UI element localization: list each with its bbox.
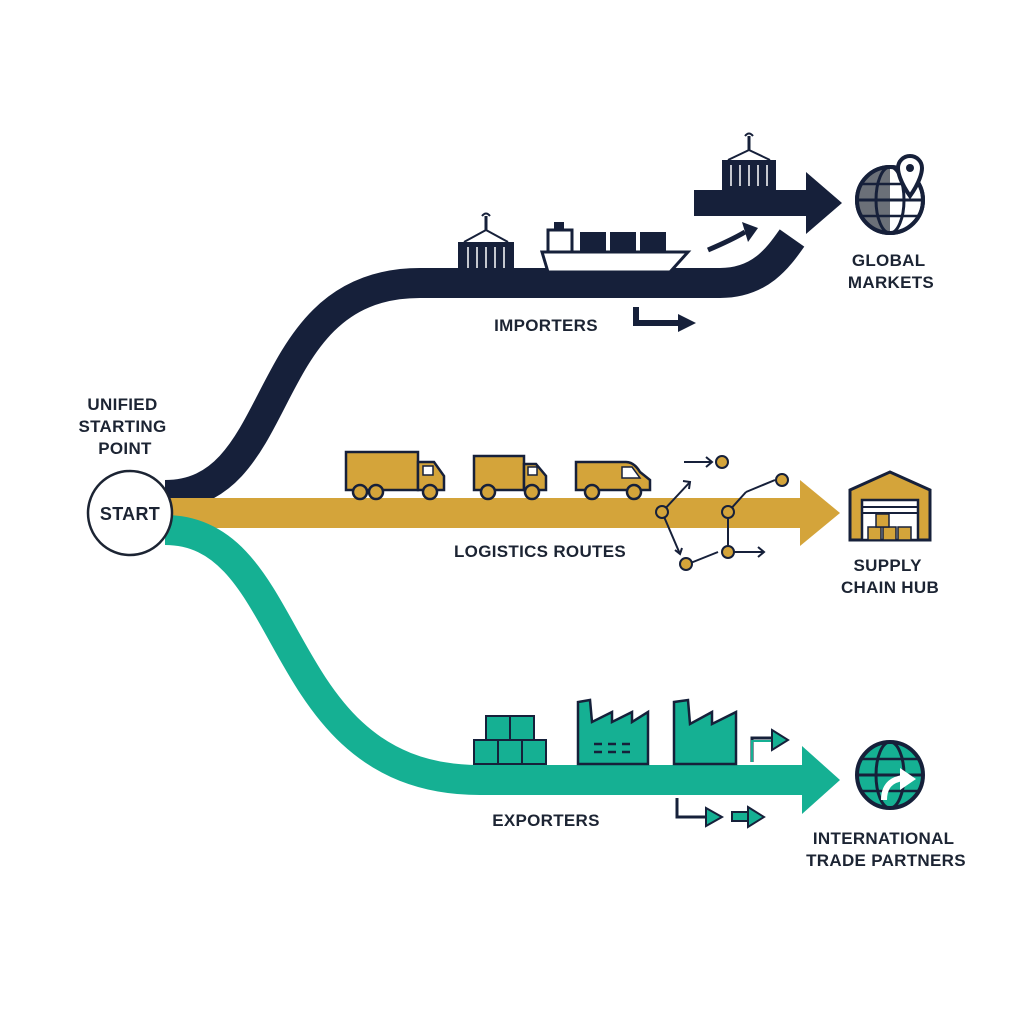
start-node[interactable]: START [86,469,174,557]
factory-outlet-icon [672,698,738,766]
importers-label: IMPORTERS [494,316,598,335]
start-heading-line: POINT [98,439,152,458]
route-network-icon [655,455,789,571]
stacked-boxes-icon [473,715,547,765]
international-trade-partners-label: INTERNATIONAL TRADE PARTNERS [806,829,966,870]
exporters-label: EXPORTERS [492,811,600,830]
hanging-container-icon [722,132,776,190]
globe-pin-icon [855,154,925,235]
destination-line: TRADE PARTNERS [806,851,966,870]
supply-chain-hub-label: SUPPLY CHAIN HUB [841,556,939,597]
cargo-ship-icon [539,222,692,274]
destination-line: CHAIN HUB [841,578,939,597]
warehouse-icon [848,470,932,542]
logistics-path [165,480,840,546]
start-heading: UNIFIED STARTING POINT [78,395,171,458]
global-markets-label: GLOBAL MARKETS [848,251,934,292]
start-heading-line: STARTING [78,417,166,436]
start-button-label: START [100,504,160,524]
globe-arrow-icon [855,740,925,810]
destination-line: MARKETS [848,273,934,292]
exporters-path [164,515,840,829]
start-heading-line: UNIFIED [87,395,157,414]
destination-line: INTERNATIONAL [813,829,954,848]
delivery-van-icon [574,460,652,501]
logistics-label: LOGISTICS ROUTES [454,542,626,561]
importers-path [164,172,842,510]
destination-line: SUPPLY [854,556,923,575]
destination-line: GLOBAL [852,251,925,270]
factory-icon [576,698,650,766]
crane-container-icon [458,212,514,272]
box-truck-large-icon [344,450,446,501]
box-truck-small-icon [472,454,548,501]
